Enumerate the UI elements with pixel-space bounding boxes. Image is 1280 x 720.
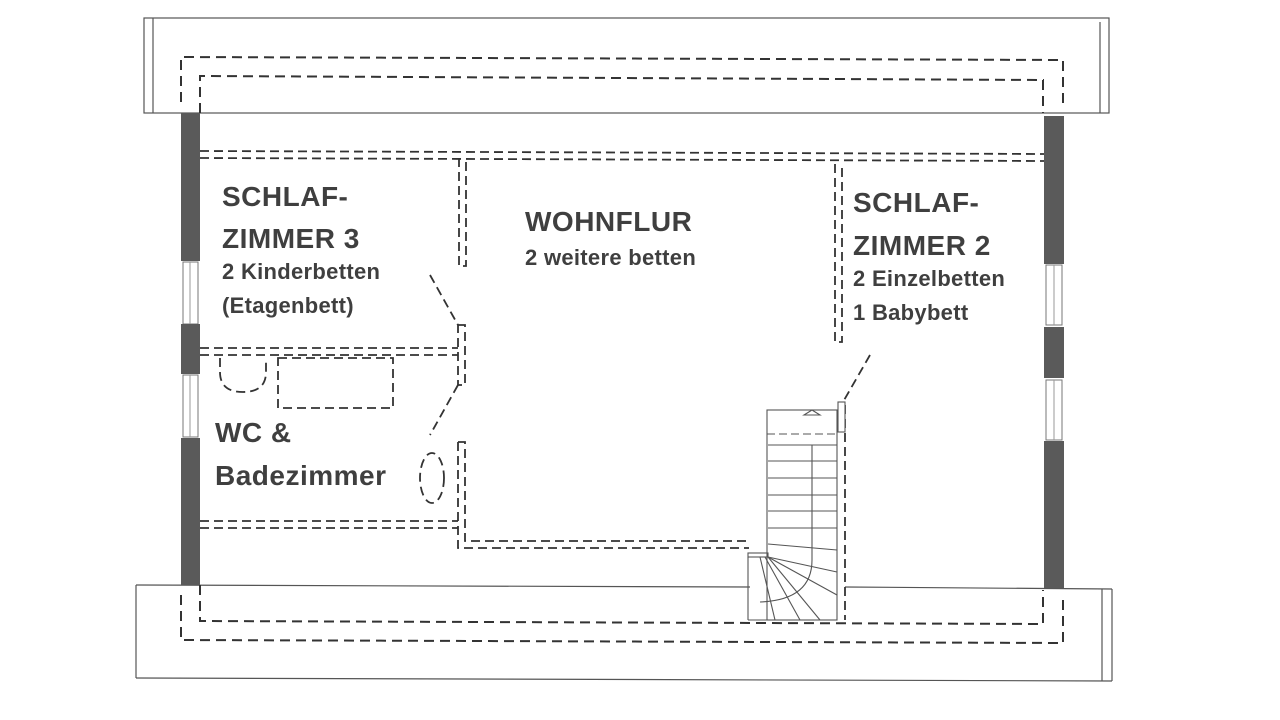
bedroom2-detail-line1: 2 Einzelbetten xyxy=(853,266,1006,291)
bedroom2-detail-line2: 1 Babybett xyxy=(853,300,969,325)
bedroom2-label: SCHLAF- ZIMMER 2 2 Einzelbetten 1 Babybe… xyxy=(853,186,1005,328)
living-hall-label: WOHNFLUR 2 weitere betten xyxy=(525,205,696,273)
left-wall xyxy=(181,113,200,585)
bedroom3-detail-line1: 2 Kinderbetten xyxy=(222,259,381,284)
bedroom2-title-line1: SCHLAF- xyxy=(853,187,980,218)
bedroom3-detail-line2: (Etagenbett) xyxy=(222,293,354,318)
roof-overhang-bottom xyxy=(135,584,1113,682)
bedroom2-title-line2: ZIMMER 2 xyxy=(853,230,991,261)
roof-dashed-bottom xyxy=(180,585,1064,645)
bath-fixtures xyxy=(219,357,445,504)
staircase xyxy=(747,401,846,621)
roof-overhang-top xyxy=(143,17,1110,114)
living-hall-title: WOHNFLUR xyxy=(525,206,693,237)
bathroom-title-line1: WC & xyxy=(215,417,292,448)
bathroom-label: WC & Badezimmer xyxy=(215,416,387,493)
right-wall xyxy=(1044,116,1064,588)
interior-walls xyxy=(199,150,1045,620)
bedroom3-label: SCHLAF- ZIMMER 3 2 Kinderbetten (Etagenb… xyxy=(222,180,380,321)
roof-dashed-top xyxy=(180,55,1064,113)
bathroom-title-line2: Badezimmer xyxy=(215,460,387,491)
bedroom3-title-line2: ZIMMER 3 xyxy=(222,223,360,254)
living-hall-detail: 2 weitere betten xyxy=(525,245,697,270)
bedroom3-title-line1: SCHLAF- xyxy=(222,181,349,212)
